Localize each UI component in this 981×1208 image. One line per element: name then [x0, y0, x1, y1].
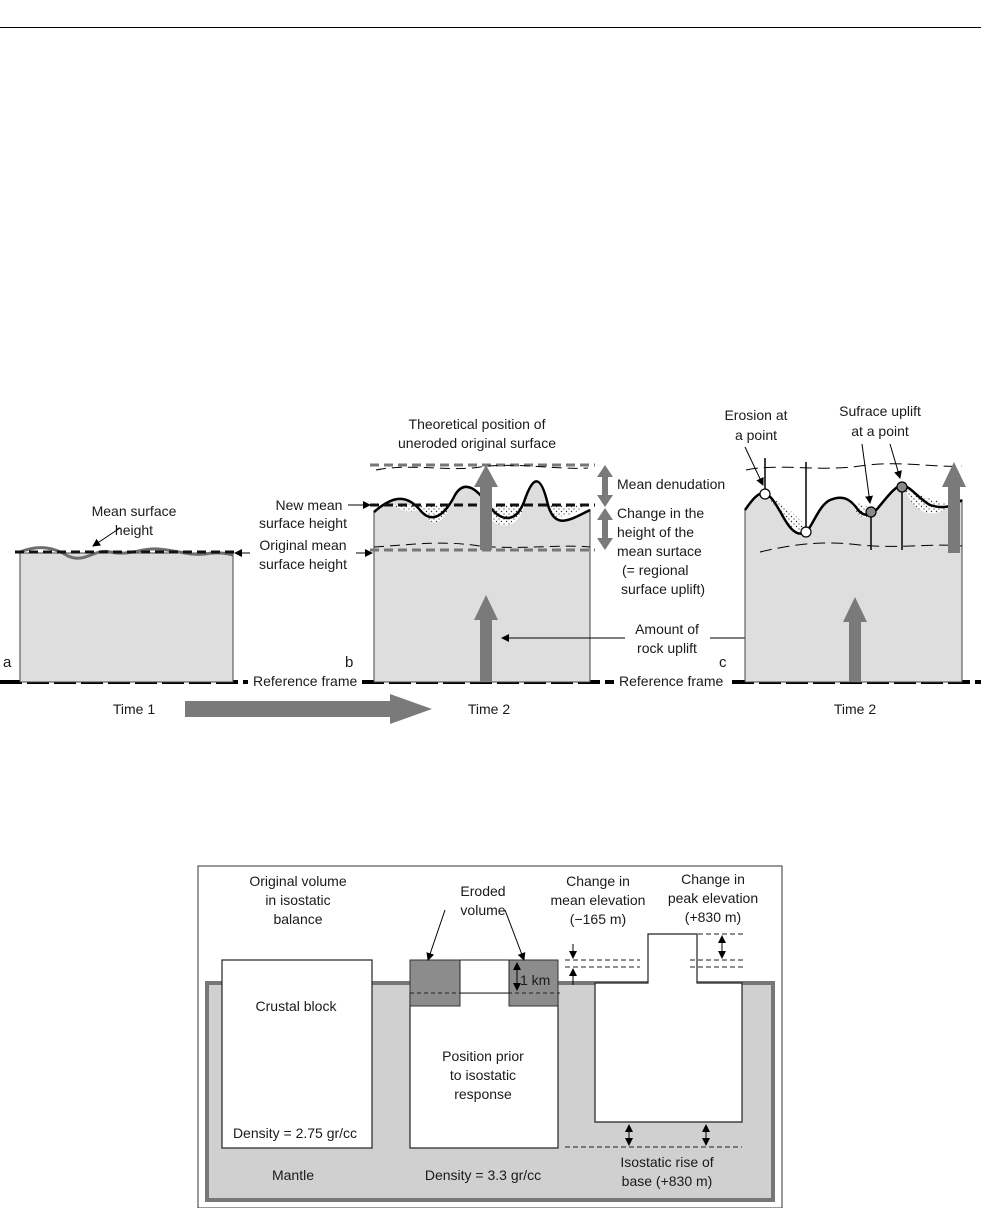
panel-b-letter: b — [345, 654, 353, 671]
mean-denudation-label: Mean denudation — [617, 476, 725, 492]
mean-elev-label-3: (−165 m) — [570, 911, 626, 927]
panel-a-letter: a — [3, 654, 12, 671]
original-volume-label-3: balance — [273, 911, 322, 927]
erosion-label-2: a point — [735, 427, 777, 443]
peak-elev-label-2: peak elevation — [668, 890, 758, 906]
reference-frame-label-1: Reference frame — [253, 673, 357, 689]
position-prior-label-1: Position prior — [442, 1048, 524, 1064]
panel-a-block — [15, 546, 240, 683]
peak-elev-label-1: Change in — [681, 871, 745, 887]
panel-c-block — [743, 458, 963, 683]
panel-c-letter: c — [719, 654, 727, 671]
crust-density-label: Density = 2.75 gr/cc — [233, 1125, 357, 1141]
theoretical-label-1: Theoretical position of — [409, 416, 546, 432]
surface-uplift-arrow — [597, 508, 613, 550]
top-rule — [0, 27, 981, 28]
rock-uplift-label-2: rock uplift — [637, 640, 697, 656]
reference-frame-label-2: Reference frame — [619, 673, 723, 689]
eroded-volume-label-2: volume — [460, 902, 505, 918]
uplift-point-label-1: Sufrace uplift — [839, 403, 921, 419]
panel-b-uplift-arrows — [474, 465, 498, 682]
uplift-pointer-1 — [861, 443, 874, 504]
mean-denudation-arrow — [597, 465, 613, 507]
position-prior-label-3: response — [454, 1086, 512, 1102]
time-2-label-c: Time 2 — [834, 701, 876, 717]
isostatic-rise-label-1: Isostatic rise of — [620, 1154, 713, 1170]
original-mean-label-2: surface height — [259, 556, 347, 572]
time-arrow — [185, 694, 432, 724]
crustal-block-label: Crustal block — [256, 998, 338, 1014]
mantle-label: Mantle — [272, 1167, 314, 1183]
original-mean-label-1: Original mean — [259, 537, 346, 553]
erosion-label-1: Erosion at — [724, 407, 787, 423]
position-prior-label-2: to isostatic — [450, 1067, 516, 1083]
time-1-label: Time 1 — [113, 701, 155, 717]
uplifted-block — [565, 933, 745, 1148]
eroded-block — [409, 959, 560, 1149]
mantle-density-label: Density = 3.3 gr/cc — [425, 1167, 541, 1183]
change-height-label-2: height of the — [617, 524, 694, 540]
original-volume-label-2: in isostatic — [265, 892, 330, 908]
rock-uplift-label-1: Amount of — [635, 621, 699, 637]
mean-elev-label-2: mean elevation — [551, 892, 646, 908]
time-2-label-b: Time 2 — [468, 701, 510, 717]
new-mean-label-2: surface height — [259, 515, 347, 531]
isostatic-rise-label-2: base (+830 m) — [622, 1173, 713, 1189]
change-height-label-4: (= regional — [622, 562, 689, 578]
original-volume-label-1: Original volume — [249, 873, 346, 889]
crustal-block — [221, 959, 373, 1149]
eroded-volume-label-1: Eroded — [460, 883, 505, 899]
erosion-pointer — [744, 446, 764, 486]
peak-elev-label-3: (+830 m) — [685, 909, 741, 925]
uplift-pointer-2 — [889, 443, 902, 479]
mean-surface-pointer — [92, 527, 121, 547]
panel-c-uplift-arrows — [843, 462, 966, 682]
eroded-pointer-right — [504, 909, 526, 961]
mean-surface-label-1: Mean surface — [92, 503, 177, 519]
uplift-point-label-2: at a point — [851, 423, 909, 439]
eroded-pointer-left — [426, 909, 446, 961]
mean-surface-label-2: height — [115, 522, 153, 538]
mean-elev-label-1: Change in — [566, 873, 630, 889]
change-height-label-3: mean surtace — [617, 543, 702, 559]
one-km-label: 1 km — [520, 972, 550, 988]
new-mean-label-1: New mean — [276, 497, 343, 513]
change-height-label-5: surface uplift) — [621, 581, 705, 597]
change-height-label-1: Change in the — [617, 505, 704, 521]
theoretical-label-2: uneroded original surface — [398, 435, 556, 451]
